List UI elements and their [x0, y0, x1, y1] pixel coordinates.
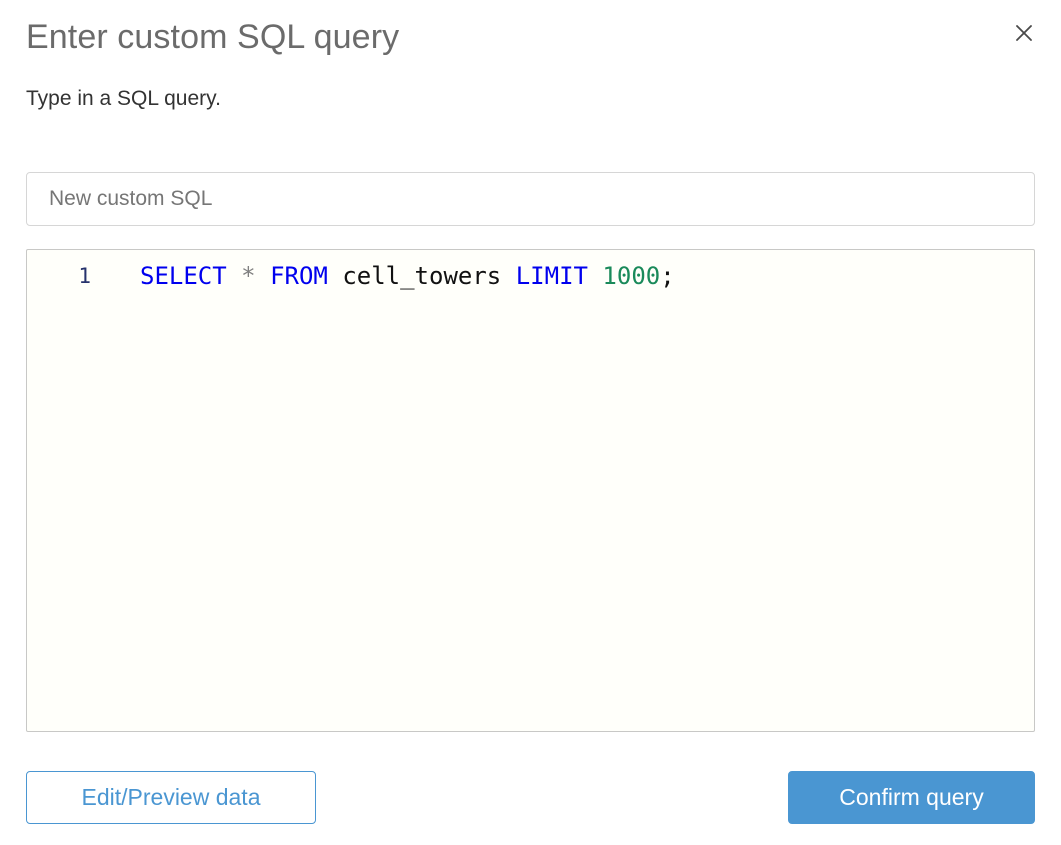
sql-keyword-from: FROM: [270, 262, 328, 290]
sql-code-editor[interactable]: 1 SELECT * FROM cell_towers LIMIT 1000;: [26, 249, 1035, 732]
query-name-input[interactable]: [26, 172, 1035, 226]
line-number: 1: [78, 264, 91, 288]
code-space: [328, 262, 342, 290]
code-space: [501, 262, 515, 290]
confirm-query-button[interactable]: Confirm query: [788, 771, 1035, 824]
page-title: Enter custom SQL query: [26, 18, 400, 56]
sql-limit-value: 1000: [602, 262, 661, 290]
code-content: SELECT * FROM cell_towers LIMIT 1000;: [91, 264, 1034, 288]
sql-semicolon: ;: [660, 262, 675, 290]
code-space: [588, 262, 602, 290]
sql-table-name: cell_towers: [342, 262, 502, 290]
close-icon[interactable]: [1009, 18, 1039, 48]
sql-keyword-limit: LIMIT: [515, 262, 588, 290]
sql-keyword-select: SELECT: [140, 262, 227, 290]
code-space: [256, 262, 270, 290]
dialog-subtitle: Type in a SQL query.: [26, 87, 221, 110]
sql-star: *: [241, 262, 256, 290]
code-line: 1 SELECT * FROM cell_towers LIMIT 1000;: [27, 250, 1034, 300]
edit-preview-data-button[interactable]: Edit/Preview data: [26, 771, 316, 824]
code-space: [227, 262, 241, 290]
